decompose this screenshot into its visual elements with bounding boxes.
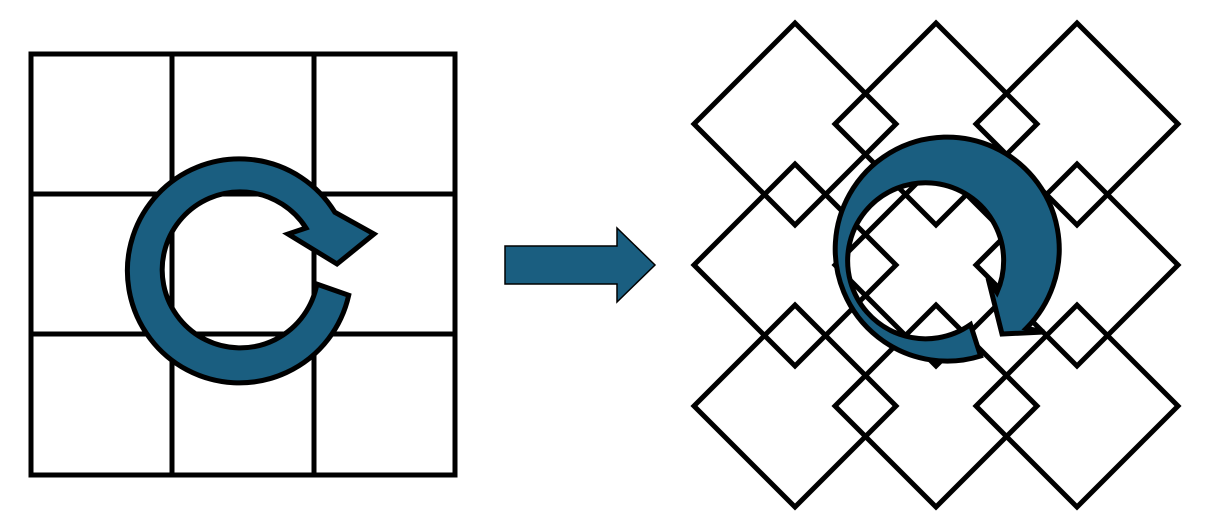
left-grid (28, 51, 458, 478)
grid-outer-border (28, 51, 458, 478)
rotated-square (831, 301, 1041, 511)
rotated-square (690, 301, 900, 511)
rotated-square (831, 19, 1041, 229)
rotated-square (690, 160, 900, 370)
rotated-square (972, 19, 1182, 229)
rotated-squares-grid (690, 19, 1182, 511)
rotated-square (972, 301, 1182, 511)
rotate-clockwise-icon (124, 156, 379, 386)
rotated-square (690, 19, 900, 229)
rotate-clockwise-icon (832, 134, 1062, 364)
right-arrow-icon (504, 226, 657, 304)
